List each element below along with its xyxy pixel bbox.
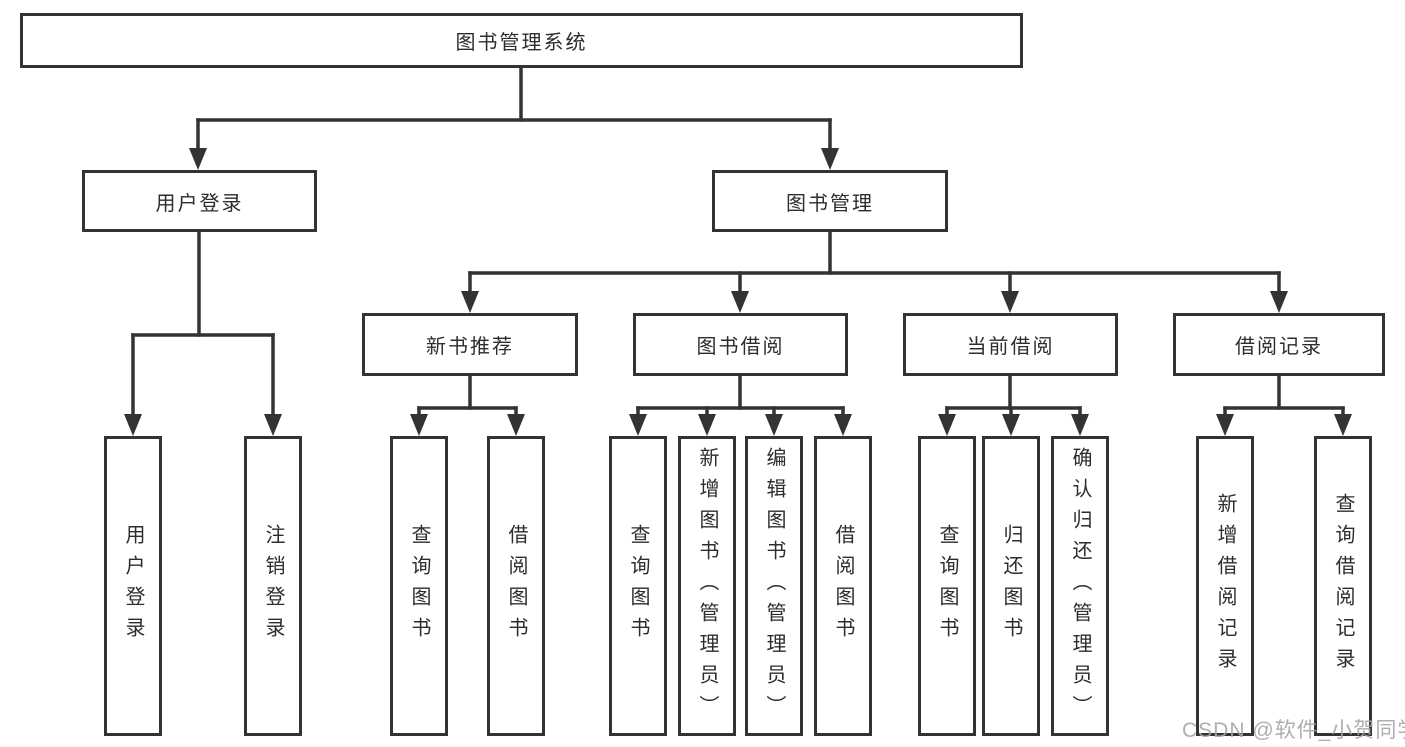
connector-arrowhead: [834, 414, 852, 436]
node-rec-borrow-book-label: 借阅图书: [505, 524, 527, 648]
node-user-login-label: 用户登录: [155, 192, 244, 215]
node-borrow-edit-book-label: 编辑图书（管理员）: [763, 446, 785, 726]
connector-arrowhead: [1334, 414, 1352, 436]
connector-arrowhead: [1216, 414, 1234, 436]
node-records-add-record-label: 新增借阅记录: [1214, 493, 1236, 679]
node-borrow-records-label: 借阅记录: [1235, 336, 1323, 358]
connector-arrowhead: [1001, 291, 1019, 313]
connector-arrowhead: [264, 414, 282, 436]
node-rec-borrow-book: 借阅图书: [487, 436, 545, 736]
node-records-query-record: 查询借阅记录: [1314, 436, 1372, 736]
connector-arrowhead: [938, 414, 956, 436]
connector-arrowhead: [1002, 414, 1020, 436]
node-login-user-login-label: 用户登录: [122, 524, 144, 648]
connector-arrowhead: [410, 414, 428, 436]
connector-arrowhead: [507, 414, 525, 436]
node-rec-query-book: 查询图书: [390, 436, 448, 736]
node-root: 图书管理系统: [20, 13, 1023, 68]
node-login-logout: 注销登录: [244, 436, 302, 736]
node-current-borrow-label: 当前借阅: [966, 336, 1055, 358]
node-login-user-login: 用户登录: [104, 436, 162, 736]
connector-arrowhead: [1270, 291, 1288, 313]
node-book-borrow-label: 图书借阅: [696, 336, 785, 358]
node-current-confirm-return-label: 确认归还（管理员）: [1069, 446, 1091, 726]
csdn-watermark: CSDN @软件_小贺同学: [1182, 719, 1405, 742]
node-records-add-record: 新增借阅记录: [1196, 436, 1254, 736]
node-borrow-records: 借阅记录: [1173, 313, 1385, 376]
node-borrow-add-book-label: 新增图书（管理员）: [696, 446, 718, 726]
node-borrow-edit-book: 编辑图书（管理员）: [745, 436, 803, 736]
connector-arrowhead: [461, 291, 479, 313]
node-current-confirm-return: 确认归还（管理员）: [1051, 436, 1109, 736]
connector-arrowhead: [698, 414, 716, 436]
node-current-borrow: 当前借阅: [903, 313, 1118, 376]
node-book-mgmt-label: 图书管理: [786, 192, 874, 215]
node-new-book-rec: 新书推荐: [362, 313, 578, 376]
node-new-book-rec-label: 新书推荐: [426, 336, 514, 358]
node-current-return-book-label: 归还图书: [1000, 524, 1022, 648]
connector-arrowhead: [821, 148, 839, 170]
node-current-query-book-label: 查询图书: [936, 524, 958, 648]
node-borrow-borrow-book-label: 借阅图书: [832, 524, 854, 648]
node-borrow-borrow-book: 借阅图书: [814, 436, 872, 736]
node-user-login: 用户登录: [82, 170, 317, 232]
node-rec-query-book-label: 查询图书: [408, 524, 430, 648]
node-current-query-book: 查询图书: [918, 436, 976, 736]
node-borrow-query-book-label: 查询图书: [627, 524, 649, 648]
node-records-query-record-label: 查询借阅记录: [1332, 493, 1354, 679]
connector-arrowhead: [124, 414, 142, 436]
connector-arrowhead: [629, 414, 647, 436]
node-borrow-query-book: 查询图书: [609, 436, 667, 736]
node-root-label: 图书管理系统: [455, 32, 588, 54]
node-book-mgmt: 图书管理: [712, 170, 948, 232]
node-borrow-add-book: 新增图书（管理员）: [678, 436, 736, 736]
connector-arrowhead: [189, 148, 207, 170]
node-login-logout-label: 注销登录: [262, 524, 284, 648]
connector-arrowhead: [731, 291, 749, 313]
node-book-borrow: 图书借阅: [633, 313, 848, 376]
node-current-return-book: 归还图书: [982, 436, 1040, 736]
connector-arrowhead: [1071, 414, 1089, 436]
connector-arrowhead: [765, 414, 783, 436]
